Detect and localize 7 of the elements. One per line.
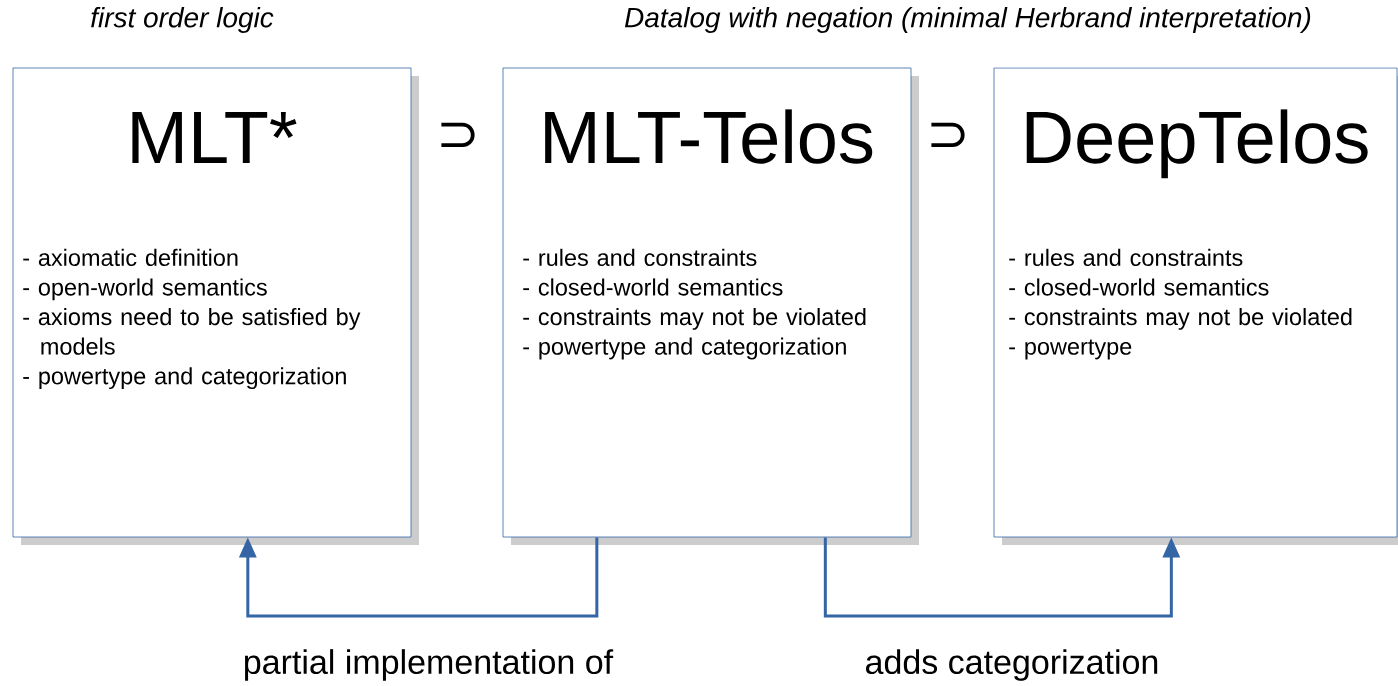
arrow bbox=[238, 537, 599, 618]
heading: Datalog with negation (minimal Herbrand interpretation) bbox=[624, 6, 1311, 34]
edge-label: adds categorization bbox=[866, 649, 1158, 681]
superset-symbol: ⊃ bbox=[931, 122, 965, 148]
edge-label: partial implementation of bbox=[245, 649, 614, 681]
heading: first order logic bbox=[91, 6, 274, 34]
superset-symbol: ⊃ bbox=[441, 122, 475, 148]
